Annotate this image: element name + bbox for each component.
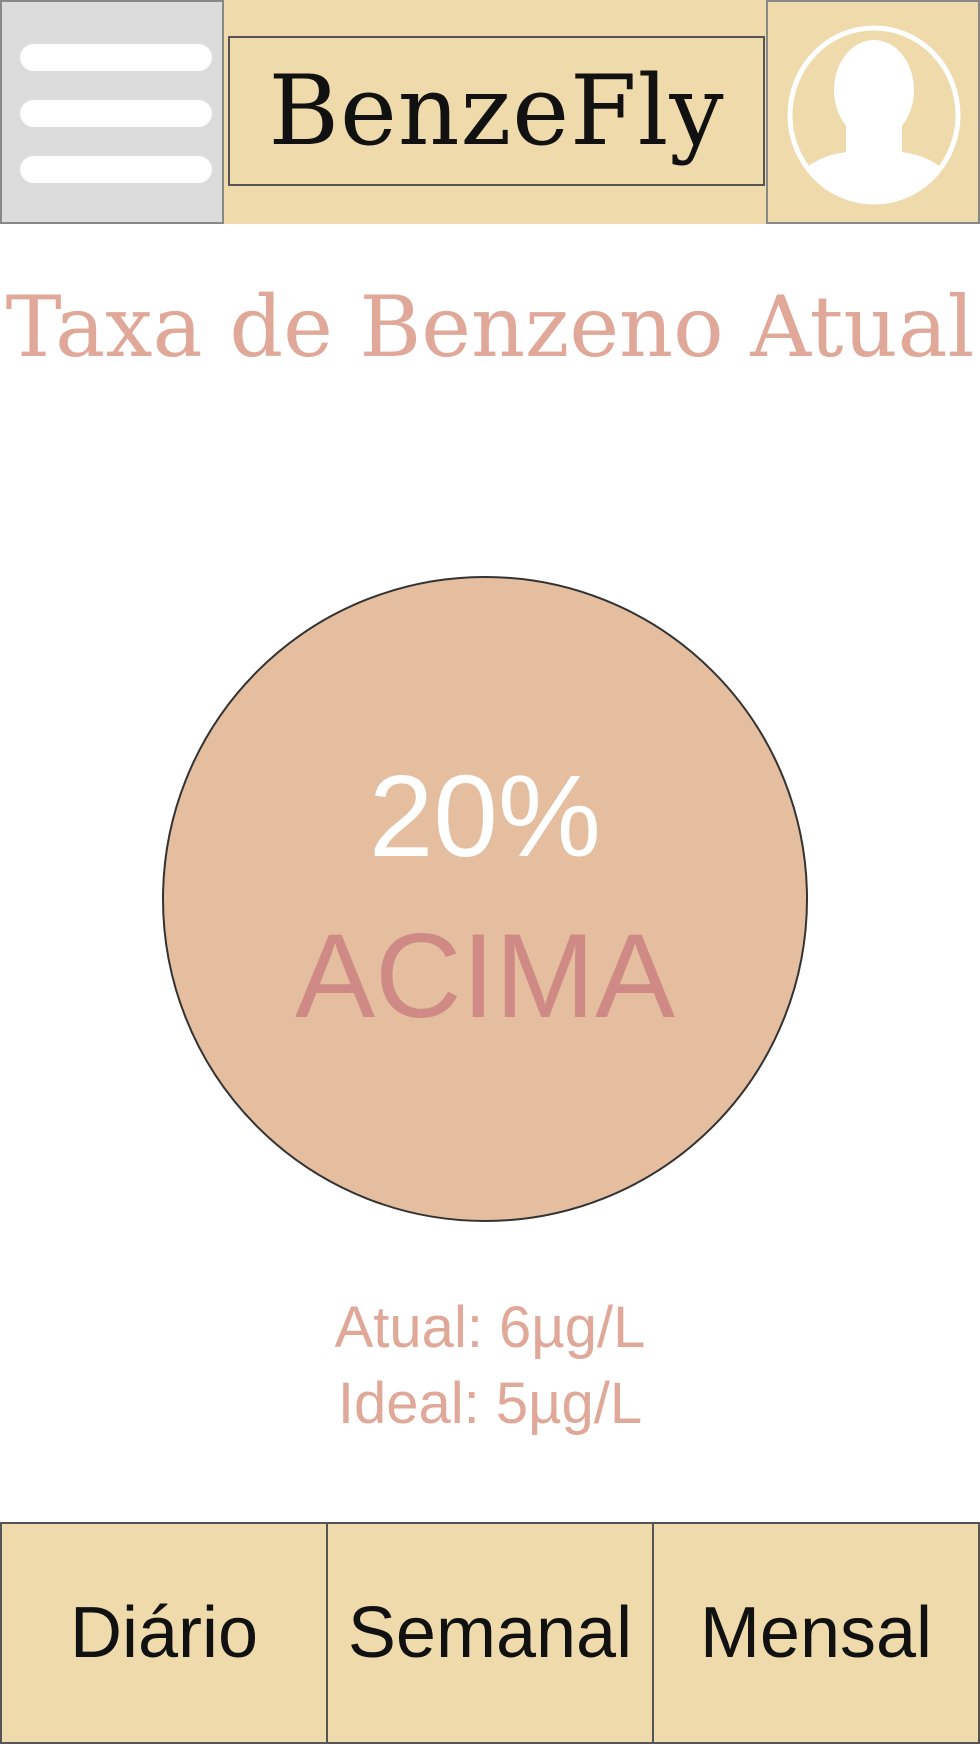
profile-button[interactable] — [766, 0, 980, 224]
page-title: Taxa de Benzeno Atual — [5, 278, 975, 376]
app-title-box: BenzeFly — [228, 36, 765, 186]
benzene-rate-gauge: 20% ACIMA — [162, 576, 808, 1222]
readings: Atual: 6µg/L Ideal: 5µg/L — [0, 1290, 980, 1442]
period-tabs: Diário Semanal Mensal — [0, 1522, 980, 1744]
hamburger-menu-icon — [20, 44, 212, 71]
hamburger-menu-icon-bar — [20, 156, 212, 183]
current-reading: Atual: 6µg/L — [334, 1295, 646, 1360]
gauge-percent: 20% — [368, 751, 602, 881]
tab-monthly[interactable]: Mensal — [654, 1522, 980, 1744]
tab-weekly[interactable]: Semanal — [328, 1522, 654, 1744]
app-header: BenzeFly — [0, 0, 980, 224]
app-title: BenzeFly — [268, 55, 725, 167]
gauge-status: ACIMA — [294, 909, 676, 1043]
user-avatar-icon — [787, 25, 961, 205]
tab-daily[interactable]: Diário — [0, 1522, 328, 1744]
hamburger-menu-icon-bar — [20, 100, 212, 127]
ideal-reading: Ideal: 5µg/L — [337, 1371, 643, 1436]
menu-button[interactable] — [0, 0, 224, 224]
